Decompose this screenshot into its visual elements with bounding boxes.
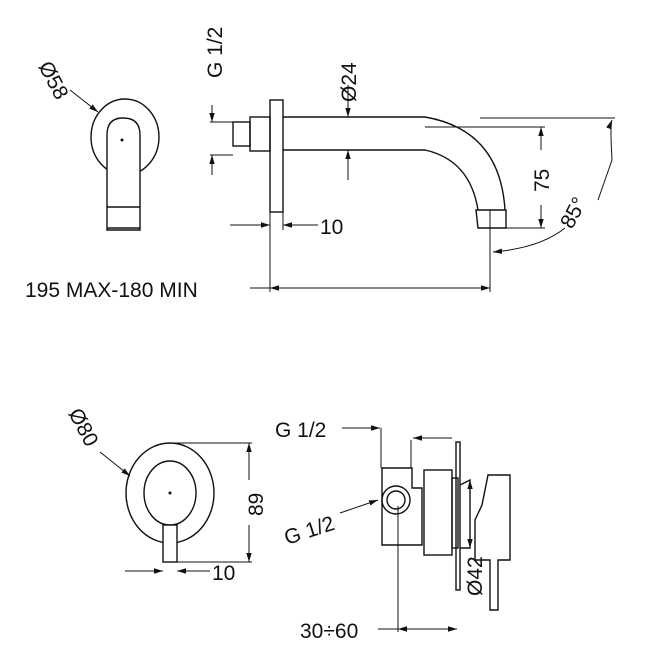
spout-face-diameter-label: Ø58 (34, 58, 73, 104)
spout-side-view (232, 99, 507, 229)
outlet-thread-label: G 1/2 (275, 419, 326, 442)
inlet-thread-label: G 1/2 (204, 27, 227, 78)
inlet-thread-label-lower: G 1/2 (281, 512, 337, 550)
mixer-plate-front-view (125, 442, 215, 563)
pipe-diameter-label: Ø24 (338, 62, 361, 102)
lever-width-label: 10 (212, 562, 235, 585)
body-diameter-label: Ø42 (464, 556, 487, 596)
spout-front-view (69, 89, 160, 231)
plate-height-label: 89 (245, 493, 268, 516)
flange-thickness-label: 10 (320, 216, 343, 239)
drop-height-label: 75 (531, 169, 554, 192)
plate-diameter-label: Ø80 (64, 405, 103, 451)
projection-length-label: 195 MAX-180 MIN (25, 279, 198, 302)
diameter-leader (69, 89, 99, 113)
wall-depth-label: 30÷60 (300, 620, 358, 643)
bend-angle-label: 85° (556, 194, 591, 233)
mixer-side-view (381, 441, 511, 611)
